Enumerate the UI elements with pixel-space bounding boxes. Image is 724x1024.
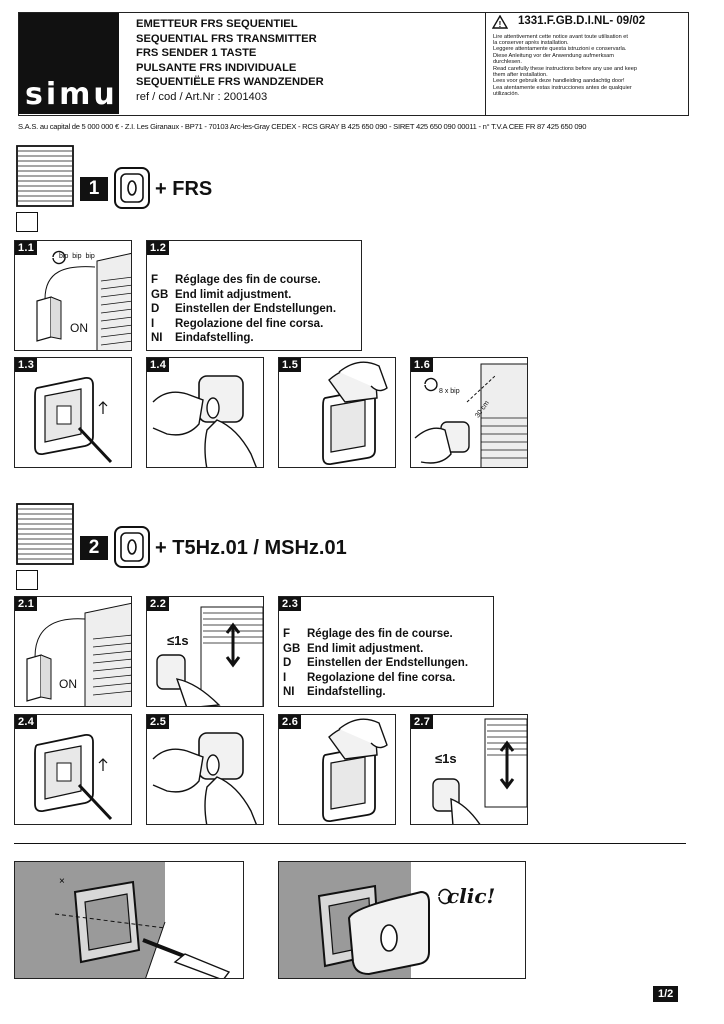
bip-text: 8 x bip — [439, 388, 460, 395]
section-title: + FRS — [155, 178, 213, 200]
on-text: ON — [59, 677, 77, 691]
checkbox[interactable] — [16, 570, 38, 590]
mount-panel-screw: × — [14, 861, 244, 979]
shutter-icon — [16, 145, 74, 207]
panel-label: 1.1 — [15, 241, 38, 255]
panel-label: 1.5 — [279, 358, 302, 372]
title-fr: EMETTEUR FRS SEQUENTIEL — [136, 18, 298, 30]
bip-text: bip bip bip — [59, 253, 95, 260]
panel-2-6: 2.6 — [278, 714, 396, 825]
logo: simu — [19, 13, 119, 114]
panel-2-2: 2.2 ≤1s — [146, 596, 264, 707]
section-title: + T5Hz.01 / MSHz.01 — [155, 537, 347, 559]
title-nl: SEQUENTIËLE FRS WANDZENDER — [136, 76, 324, 89]
panel-2-4: 2.4 — [14, 714, 132, 825]
warning-text: Lire attentivement cette notice avant to… — [493, 33, 637, 98]
panel-1-5: 1.5 — [278, 357, 396, 468]
panel-1-4: 1.4 — [146, 357, 264, 468]
time-text: ≤1s — [167, 633, 189, 648]
product-titles: EMETTEUR FRS SEQUENTIEL SEQUENTIAL FRS T… — [136, 17, 324, 105]
transmitter-icon — [113, 166, 151, 210]
header: simu EMETTEUR FRS SEQUENTIEL SEQUENTIAL … — [18, 11, 690, 116]
transmitter-icon — [113, 525, 151, 569]
svg-text:!: ! — [499, 20, 502, 29]
panel-label: 2.7 — [411, 715, 434, 729]
logo-text: simu — [25, 77, 118, 112]
panel-2-1: 2.1 ON — [14, 596, 132, 707]
divider — [14, 843, 686, 844]
panel-1-3: 1.3 — [14, 357, 132, 468]
reference: ref / cod / Art.Nr : 2001403 — [136, 90, 268, 103]
mount-panel-clip: clic! — [278, 861, 526, 979]
svg-text:×: × — [59, 876, 65, 887]
company-info: S.A.S. au capital de 5 000 000 € - Z.I. … — [18, 122, 587, 131]
panel-label: 1.6 — [411, 358, 434, 372]
panel-label: 2.4 — [15, 715, 38, 729]
step-number: 1 — [80, 177, 108, 201]
title-en: SEQUENTIAL FRS TRANSMITTER — [136, 32, 317, 45]
panel-label: 2.6 — [279, 715, 302, 729]
panel-1-1: 1.1 bip bip bip ON — [14, 240, 132, 351]
on-text: ON — [70, 321, 88, 335]
panel-2-5: 2.5 — [146, 714, 264, 825]
checkbox[interactable] — [16, 212, 38, 232]
doc-code: 1331.F.GB.D.I.NL- 09/02 — [518, 14, 646, 27]
shutter-icon — [16, 503, 74, 565]
page-number: 1/2 — [653, 986, 679, 1002]
clic-text: clic! — [447, 884, 496, 908]
panel-label: 2.1 — [15, 597, 38, 611]
panel-label: 2.2 — [147, 597, 170, 611]
panel-label: 1.3 — [15, 358, 38, 372]
time-text: ≤1s — [435, 751, 457, 766]
title-de: FRS SENDER 1 TASTE — [136, 47, 257, 60]
panel-label: 2.5 — [147, 715, 170, 729]
panel-label: 1.2 — [147, 241, 170, 255]
step-number: 2 — [80, 536, 108, 560]
panel-1-6: 1.6 8 x bip 30 cm — [410, 357, 528, 468]
warning-icon: ! — [492, 14, 508, 29]
panel-label: 1.4 — [147, 358, 170, 372]
panel-2-7: 2.7 ≤1s — [410, 714, 528, 825]
panel-label: 2.3 — [279, 597, 302, 611]
title-it: PULSANTE FRS INDIVIDUALE — [136, 61, 297, 74]
warning-box: ! 1331.F.GB.D.I.NL- 09/02 Lire attentive… — [485, 11, 690, 116]
